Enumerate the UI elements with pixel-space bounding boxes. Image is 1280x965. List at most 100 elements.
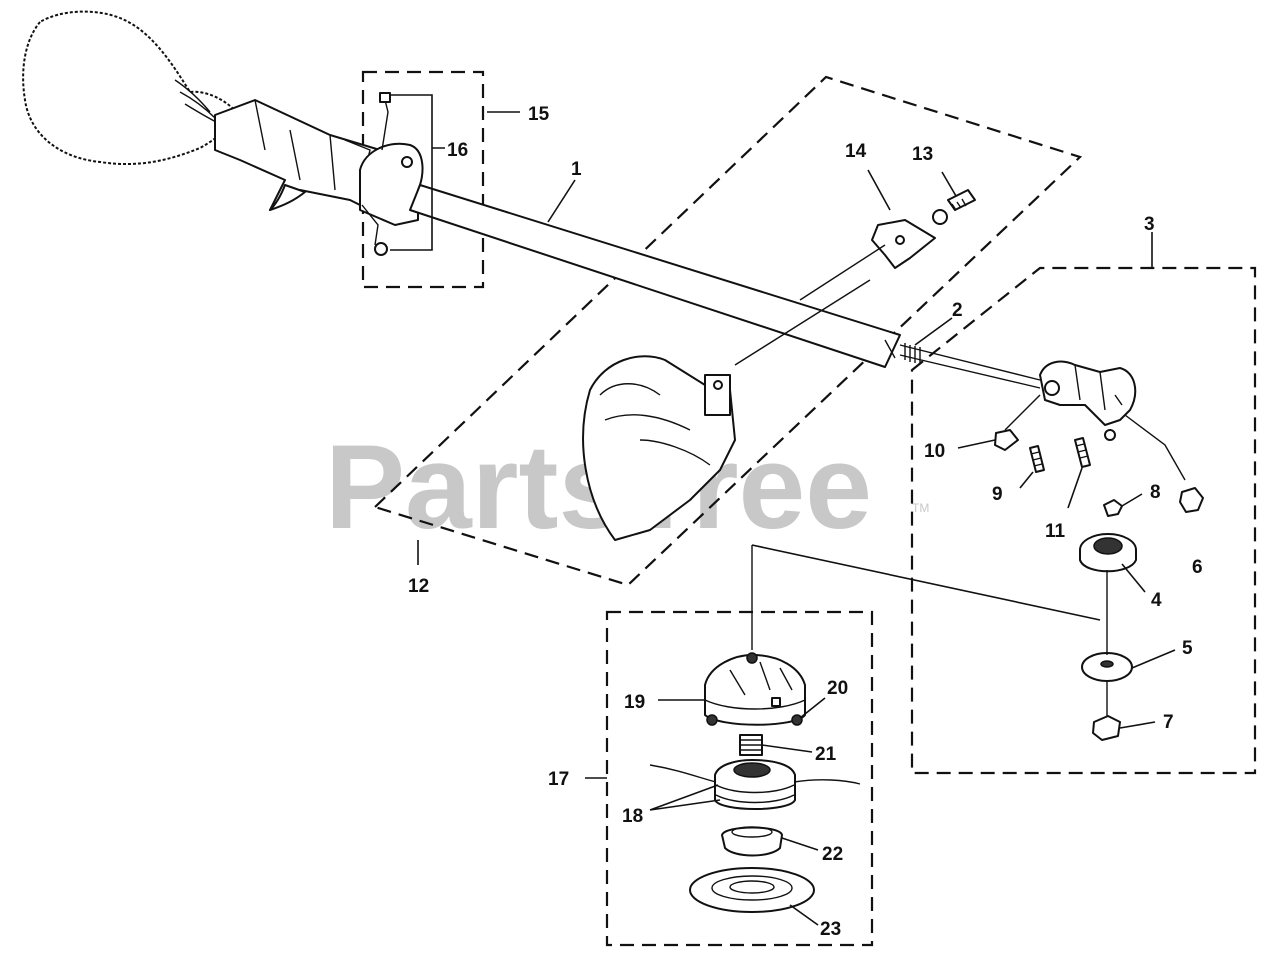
guard-alignment-line-2 <box>734 279 871 366</box>
callout-4: 4 <box>1151 590 1162 611</box>
part-18-line-right <box>793 779 861 785</box>
callout-23: 23 <box>820 919 841 940</box>
part-19-cover-ribs <box>704 661 806 710</box>
grass-shield-ribs <box>599 383 711 466</box>
callout-6: 6 <box>1192 557 1203 578</box>
group-box-3 <box>910 266 1257 775</box>
leader-21 <box>761 744 813 753</box>
callout-8: 8 <box>1150 482 1161 503</box>
leader-13 <box>941 171 957 197</box>
part-19-cover-hub <box>746 652 758 664</box>
flex-shaft <box>899 344 1041 389</box>
trimmer-to-head-line <box>751 544 1101 621</box>
part-11-screw <box>1074 437 1091 468</box>
part-11-threads <box>1075 443 1089 459</box>
clamp-hole <box>401 156 413 168</box>
gearbox-detail <box>1074 364 1123 411</box>
leader-22 <box>781 837 819 851</box>
leader-10 <box>957 439 996 449</box>
callout-17: 17 <box>548 769 569 790</box>
leader-23 <box>789 904 819 926</box>
gearbox-bolt-hole <box>1104 429 1116 441</box>
leader-20 <box>799 697 826 719</box>
callout-2: 2 <box>952 300 963 321</box>
leader-16 <box>390 94 445 251</box>
part-23-base <box>689 867 815 913</box>
guard-screw-threads <box>951 198 967 211</box>
leader-14 <box>867 169 891 211</box>
part-9-threads <box>1030 451 1043 467</box>
part-22-knob-top <box>731 826 773 838</box>
clutch-housing-detail <box>254 99 371 191</box>
part-10-washer <box>994 429 1019 451</box>
callout-22: 22 <box>822 844 843 865</box>
callout-16: 16 <box>447 140 468 161</box>
callout-1: 1 <box>571 159 582 180</box>
clamp-screw <box>381 99 389 151</box>
callout-9: 9 <box>992 484 1003 505</box>
callout-15: 15 <box>528 104 550 125</box>
clamp-lower <box>361 204 379 246</box>
part-20-eyelet-left <box>706 714 718 726</box>
callout-13: 13 <box>912 144 933 165</box>
clutch-housing <box>214 99 396 216</box>
callout-12: 12 <box>408 576 429 597</box>
guard-washer <box>932 209 948 225</box>
guard-alignment-line-1 <box>799 244 886 301</box>
leader-2 <box>914 317 953 346</box>
guard-bracket <box>871 219 936 269</box>
callout-20: 20 <box>827 678 848 699</box>
part-18-line-left <box>649 764 717 783</box>
leader-9 <box>1019 471 1034 489</box>
part-20-eyelet-right <box>791 714 803 726</box>
callout-5: 5 <box>1182 638 1193 659</box>
leader-5 <box>1131 649 1176 669</box>
part-6-nut <box>1179 487 1204 513</box>
callout-21: 21 <box>815 744 837 765</box>
callout-14: 14 <box>845 141 867 162</box>
part-18-spool-rings <box>715 784 795 804</box>
leader-11 <box>1067 467 1083 509</box>
part-5-washer-hole <box>1100 660 1114 668</box>
gearbox-leader-10 <box>1004 394 1041 431</box>
grass-shield <box>582 355 736 541</box>
drive-shaft <box>409 184 901 368</box>
gearbox-leader-6 <box>1124 414 1186 481</box>
callout-3: 3 <box>1144 214 1155 235</box>
watermark-trademark: TM <box>912 501 929 515</box>
leader-8 <box>1121 493 1143 507</box>
clamp-screw-head <box>379 92 391 103</box>
shaft-end <box>884 339 896 359</box>
callout-18: 18 <box>622 806 643 827</box>
guard-screw <box>947 189 976 211</box>
callout-11: 11 <box>1045 521 1066 542</box>
handle-clamp <box>359 142 424 226</box>
group-box-12 <box>372 75 1083 587</box>
guard-bracket-hole <box>895 235 905 245</box>
clamp-nut <box>374 242 388 256</box>
callout-19: 19 <box>624 692 645 713</box>
leader-18 <box>649 784 721 811</box>
part-7-nut <box>1092 715 1121 741</box>
throttle-trigger <box>269 184 306 211</box>
gearbox-head <box>1039 360 1137 426</box>
shield-mount-hole <box>713 380 723 390</box>
leader-1 <box>547 179 576 223</box>
part-18-spool-hub <box>733 762 771 778</box>
part-8-nut <box>1103 499 1123 517</box>
callout-7: 7 <box>1163 712 1174 733</box>
part-4-bearing-core <box>1093 537 1123 555</box>
part-19-cover <box>704 654 806 726</box>
engine-outline <box>22 10 241 165</box>
leader-7 <box>1119 721 1156 729</box>
group-box-17 <box>605 610 874 947</box>
flex-shaft-splines <box>904 343 921 364</box>
part-19-cover-tab <box>771 697 781 707</box>
callout-10: 10 <box>924 441 945 462</box>
part-21-spring-coils <box>740 739 762 751</box>
part-22-knob <box>721 826 783 857</box>
gearbox-port <box>1044 380 1060 396</box>
part-23-base-inner <box>729 880 775 894</box>
part-23-base-ring <box>711 875 793 901</box>
